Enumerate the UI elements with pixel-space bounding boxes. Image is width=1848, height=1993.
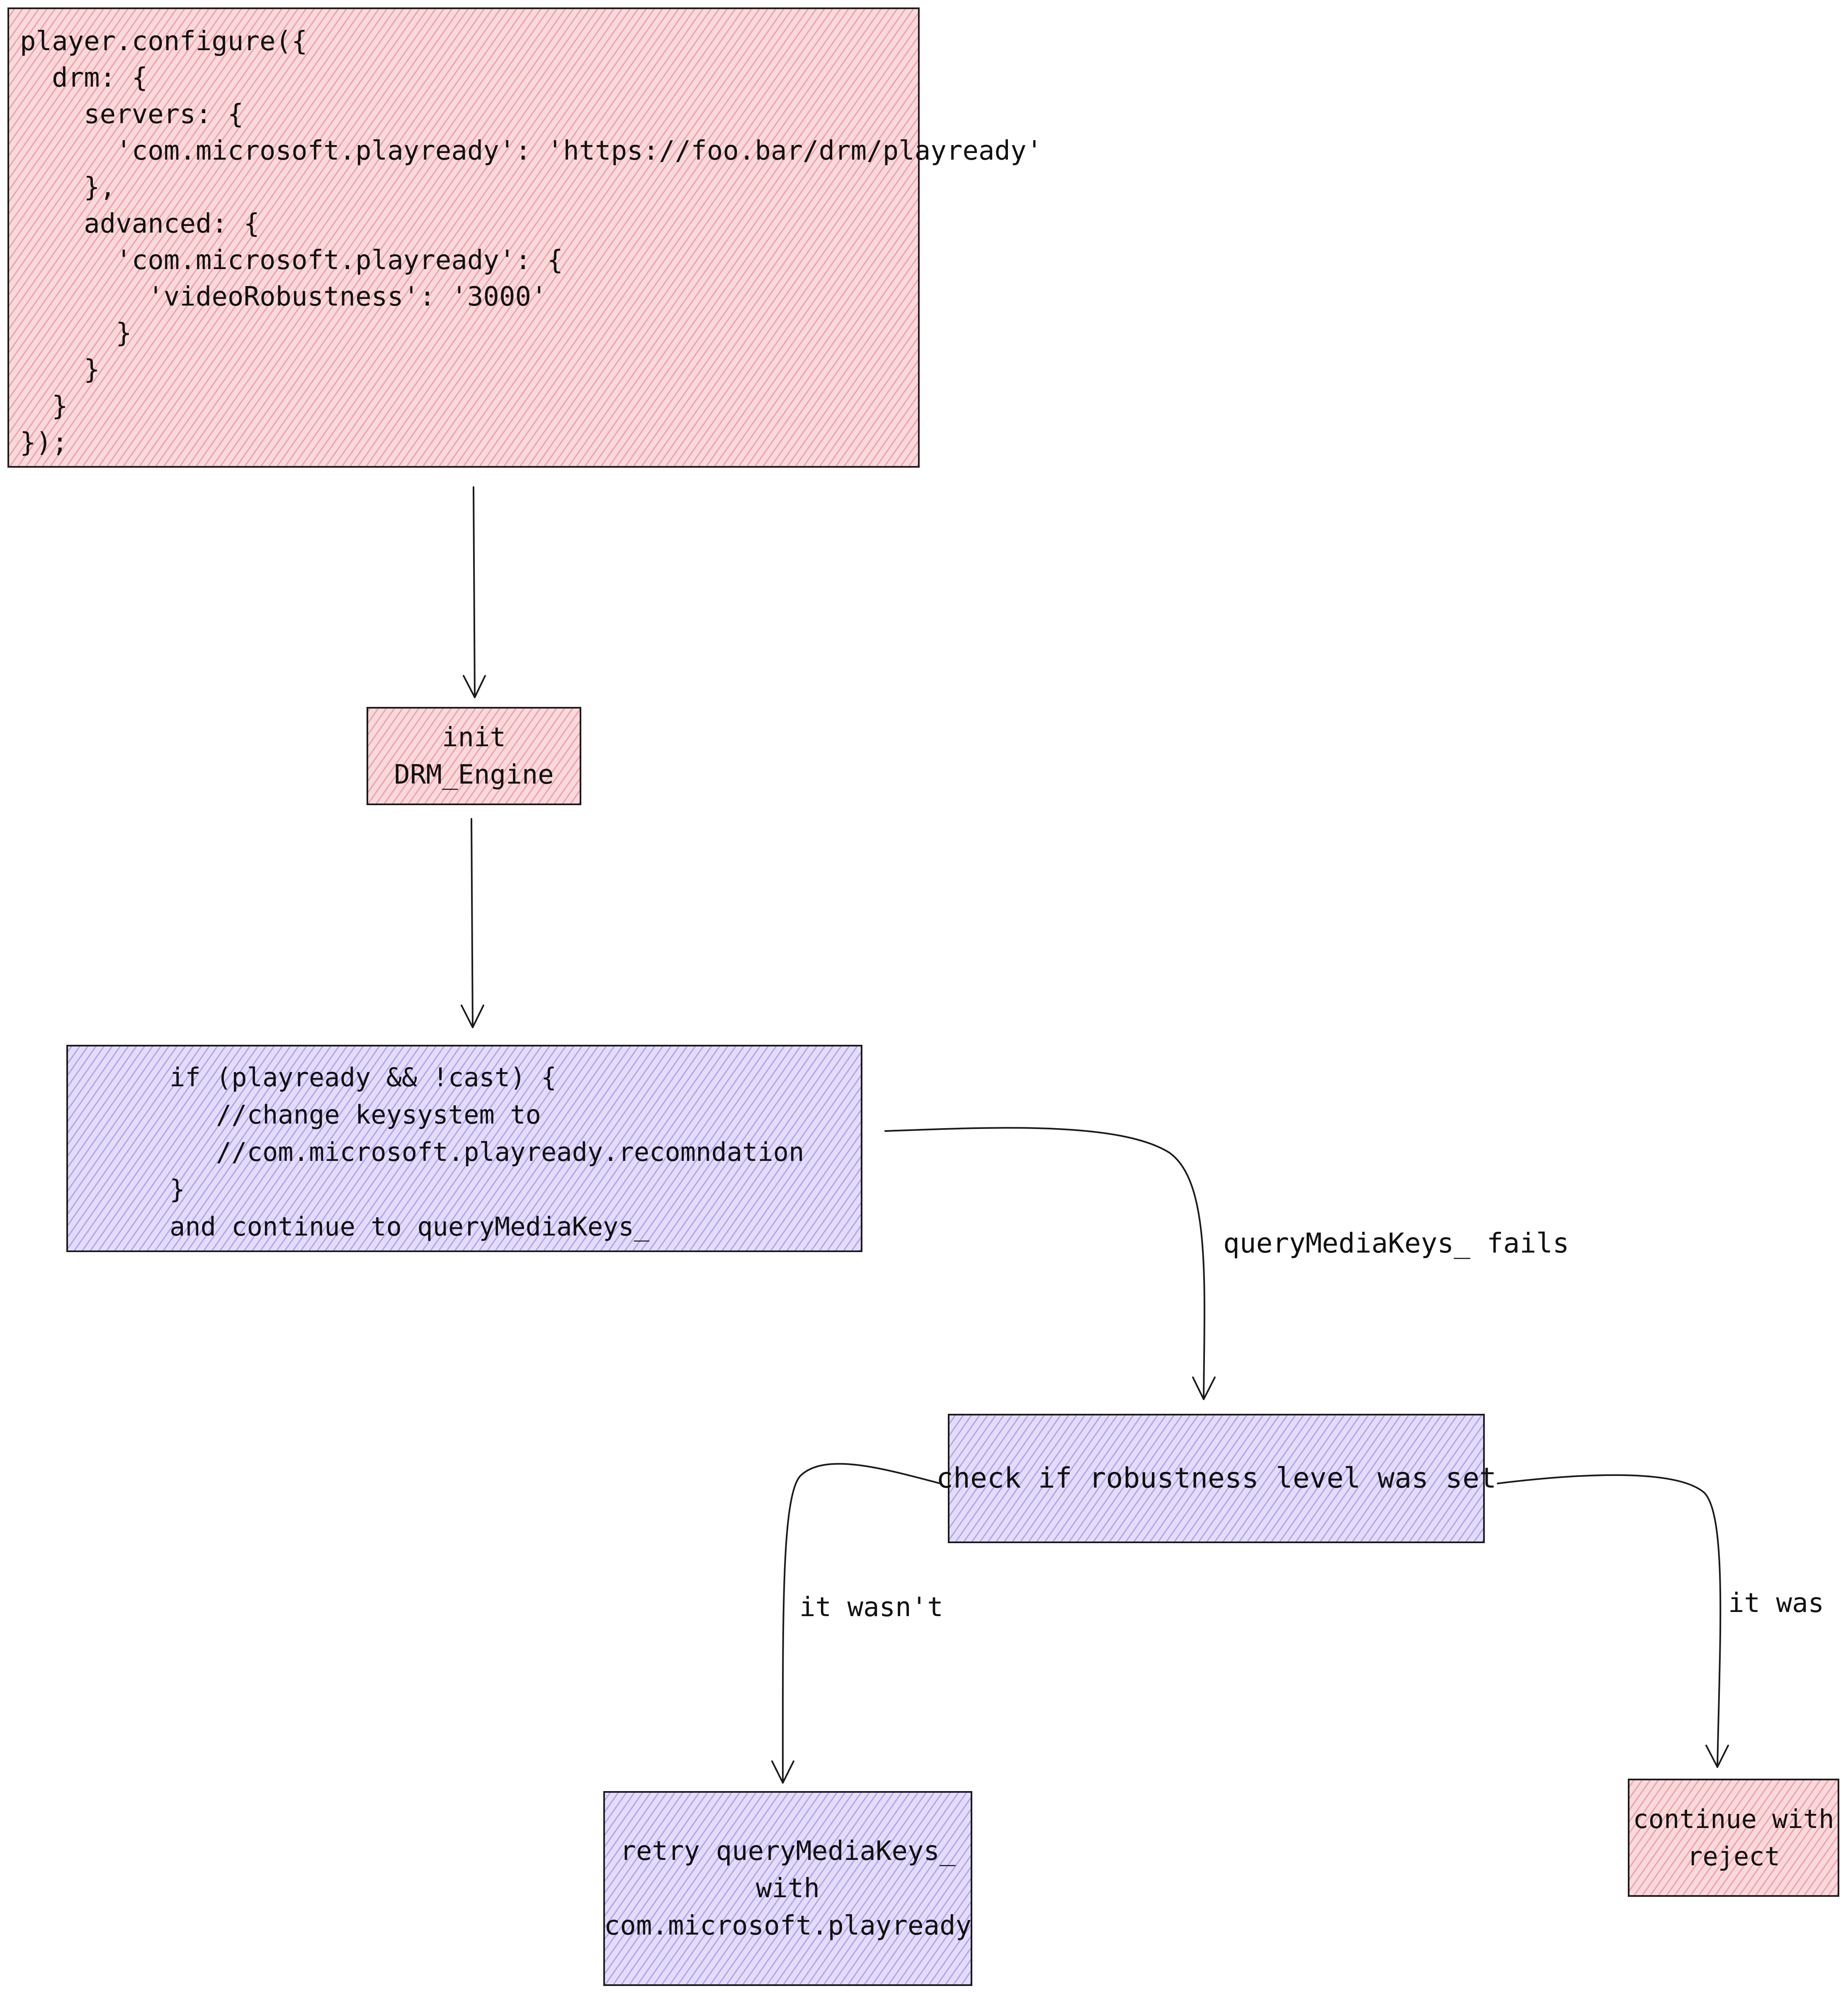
edge-config-to-init	[473, 486, 476, 697]
continue-reject-node: continue with reject	[1628, 1779, 1839, 1897]
edge-config-to-init-arrowhead	[463, 675, 486, 698]
init-drm-engine-node: init DRM_Engine	[367, 707, 581, 805]
config-code-node: player.configure({ drm: { servers: { 'co…	[7, 7, 1042, 468]
reject-line: continue with	[1633, 1804, 1834, 1834]
edge-check-to-reject	[1497, 1474, 1722, 1768]
edge-label-it-wasnt: it wasn't	[799, 1592, 943, 1623]
config-line: }	[20, 354, 100, 385]
config-line: 'videoRobustness': '3000'	[20, 282, 547, 312]
edge-check-to-retry-arrowhead	[771, 1760, 794, 1784]
edge-init-to-condition-arrowhead	[461, 1005, 484, 1028]
condition-line: //change keysystem to	[170, 1100, 541, 1130]
condition-text: if (playready && !cast) { //change keysy…	[170, 1059, 804, 1245]
condition-line: if (playready && !cast) {	[170, 1062, 557, 1092]
reject-line: reject	[1687, 1841, 1780, 1872]
config-line: player.configure({	[20, 26, 308, 57]
config-line: }	[20, 391, 68, 422]
continue-reject-label: continue with reject	[1629, 1780, 1838, 1895]
config-line: drm: {	[20, 63, 148, 93]
config-line: advanced: {	[20, 209, 260, 239]
edge-init-to-condition	[471, 818, 474, 1027]
config-code-text: player.configure({ drm: { servers: { 'co…	[20, 23, 1042, 461]
check-line: check if robustness level was set	[936, 1462, 1497, 1495]
edge-check-to-retry	[782, 1463, 941, 1784]
init-line: DRM_Engine	[394, 759, 554, 790]
check-robustness-node: check if robustness level was set	[936, 1414, 1496, 1543]
retry-query-label: retry queryMediaKeys_ with com.microsoft…	[604, 1793, 972, 1984]
init-line: init	[442, 722, 506, 753]
edge-condition-to-check-arrowhead	[1192, 1376, 1216, 1400]
edge-condition-to-check	[884, 1127, 1205, 1398]
config-line: });	[20, 427, 68, 458]
edge-label-fails: queryMediaKeys_ fails	[1223, 1227, 1569, 1259]
config-line: }	[20, 318, 132, 349]
check-robustness-label: check if robustness level was set	[936, 1415, 1496, 1541]
condition-line: }	[170, 1174, 185, 1204]
edge-label-it-was: it was	[1728, 1588, 1824, 1619]
playready-condition-node: if (playready && !cast) { //change keysy…	[66, 1045, 862, 1252]
retry-line: com.microsoft.playready	[604, 1910, 972, 1941]
config-line: 'com.microsoft.playready': {	[20, 245, 563, 276]
config-line: servers: {	[20, 99, 244, 130]
retry-line: retry queryMediaKeys_	[620, 1836, 956, 1867]
condition-line: and continue to queryMediaKeys_	[170, 1211, 650, 1242]
retry-line: with	[755, 1873, 820, 1904]
config-line: 'com.microsoft.playready': 'https://foo.…	[20, 136, 1042, 166]
config-line: },	[20, 172, 116, 203]
condition-line: //com.microsoft.playready.recomndation	[170, 1137, 804, 1167]
edge-check-to-reject-arrowhead	[1705, 1745, 1729, 1768]
init-drm-engine-label: init DRM_Engine	[368, 709, 580, 804]
retry-query-node: retry queryMediaKeys_ with com.microsoft…	[603, 1791, 972, 1986]
